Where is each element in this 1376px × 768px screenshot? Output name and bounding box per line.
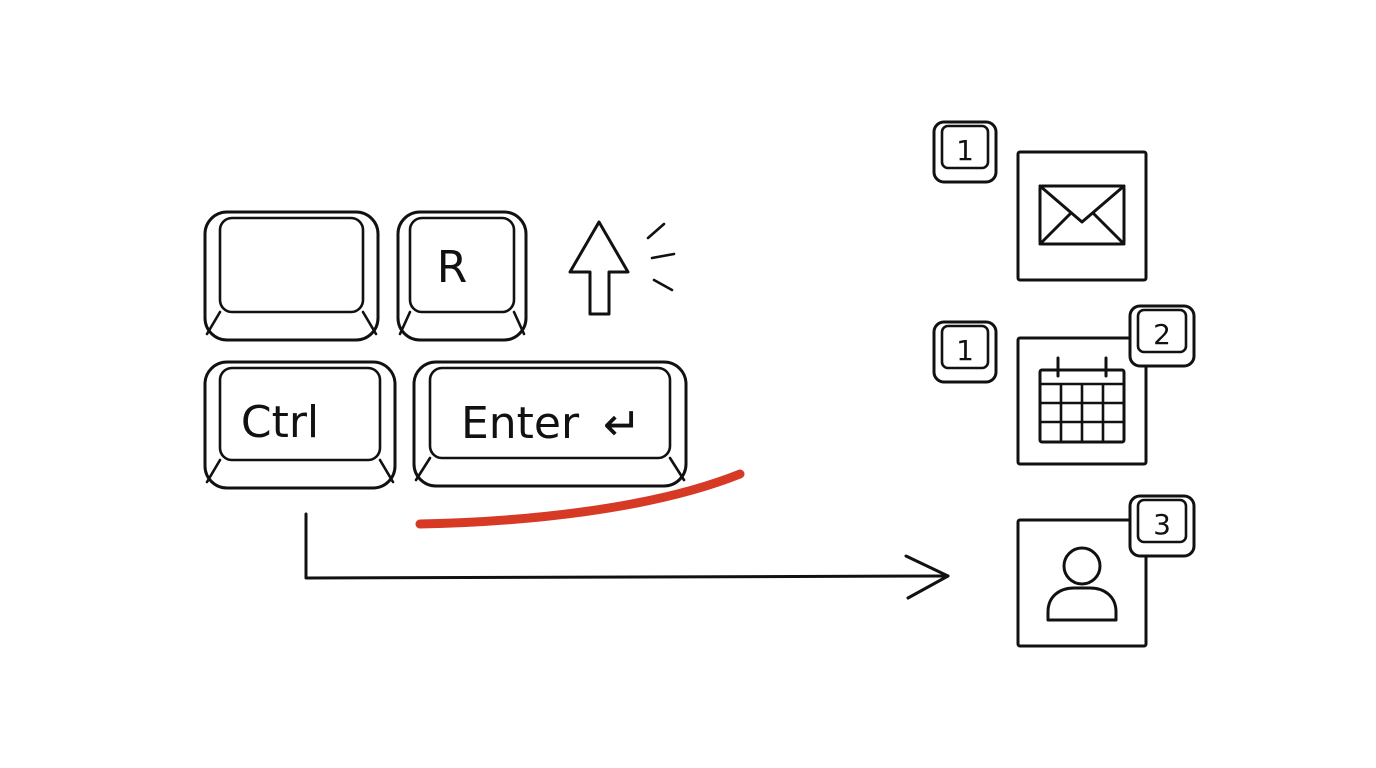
badge-contact-right-label: 3 (1153, 508, 1171, 541)
contact-tile (1016, 518, 1148, 648)
enter-return-symbol: ↵ (603, 397, 642, 451)
person-icon (1046, 546, 1118, 622)
badge-contact-right: 3 (1128, 494, 1196, 558)
arrow-up-icon (568, 220, 676, 316)
badge-calendar-left: 1 (932, 320, 998, 384)
mail-icon (1038, 184, 1126, 246)
key-enter-label: Enter (461, 398, 580, 449)
badge-calendar-right-label: 2 (1153, 318, 1171, 351)
key-ctrl: Ctrl (203, 360, 397, 490)
mail-tile (1016, 150, 1148, 282)
badge-mail-left: 1 (932, 120, 998, 184)
key-r: R (396, 210, 528, 342)
connector-arrow (304, 512, 950, 600)
calendar-icon (1038, 356, 1126, 444)
key-blank (203, 210, 380, 342)
key-enter: Enter ↵ (412, 360, 688, 488)
red-underline-accent (415, 469, 745, 529)
badge-calendar-right: 2 (1128, 304, 1196, 368)
key-ctrl-label: Ctrl (241, 397, 319, 448)
badge-mail-left-label: 1 (956, 134, 974, 167)
calendar-tile (1016, 336, 1148, 466)
badge-calendar-left-label: 1 (956, 334, 974, 367)
key-r-label: R (437, 242, 468, 293)
